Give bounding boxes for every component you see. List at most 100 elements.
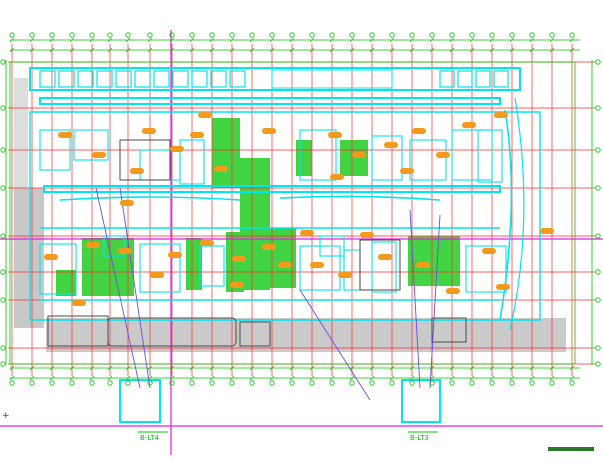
dimension-tick [209,365,215,371]
ramp-curve [499,109,513,321]
grid-bubble [169,32,175,38]
parking-bay [153,70,170,88]
room-outline [239,321,271,347]
walls-and-ducts [29,67,541,423]
parking-bay [77,70,94,88]
grid-bubble [229,380,235,386]
dimension-tick [49,365,55,371]
top-bays [39,69,509,89]
grid-bubble [49,32,55,38]
equipment-room [340,140,368,176]
equipment-tag [118,248,132,254]
grid-bubble [389,32,395,38]
dimension-tick [169,37,175,43]
grid-bubble [9,380,15,386]
equipment-room [408,236,460,286]
dimension-tick [107,37,113,43]
grid-bubble [489,32,495,38]
dimension-tick [89,47,95,53]
grid-bubble [0,59,6,65]
equipment-tag [170,146,184,152]
dimension-tick [29,375,35,381]
grid-bubble [0,361,6,367]
dimension-tick [329,47,335,53]
equipment-tag [328,132,342,138]
dimension-tick [569,47,575,53]
ramp-curve-outer [509,97,525,331]
dimension-tick [449,375,455,381]
room-box [319,235,345,257]
parking-bay [191,70,208,88]
equipment-tag [494,112,508,118]
room-outline [119,139,171,181]
parking-bay [475,70,491,88]
hatch-left-wall [14,188,44,328]
dimension-tick [489,47,495,53]
dimension-tick [289,47,295,53]
dimension-tick [229,37,235,43]
dimension-tick [529,365,535,371]
equipment-tag [278,262,292,268]
equipment-tag [130,168,144,174]
grid-bubble [349,32,355,38]
equipment-tag [190,132,204,138]
dimension-tick [389,37,395,43]
equipment-tag [92,152,106,158]
dimension-tick [389,47,395,53]
dimension-tick [409,365,415,371]
dimension-tick [249,365,255,371]
grid-bubble [595,345,601,351]
grid-bubble [469,32,475,38]
dimension-tick [269,375,275,381]
dimension-tick [249,37,255,43]
dimension-tick [569,365,575,371]
dimension-tick [9,365,15,371]
grid-bubble [549,380,555,386]
equipment-tag [200,240,214,246]
hatch-zones [14,78,566,352]
dimension-tick [107,47,113,53]
dimension-tick [289,365,295,371]
equipment-tag [262,244,276,250]
equipment-tag [142,128,156,134]
grid-bubble [569,32,575,38]
parking-bay [134,70,151,88]
dimension-tick [549,365,555,371]
dimension-tick [469,37,475,43]
equipment-room [186,238,202,290]
dimension-tick [369,37,375,43]
parking-bay [229,70,246,88]
dimension-tick [329,375,335,381]
building-outline [29,111,541,321]
equipment-tag [330,174,344,180]
parking-bay [210,70,227,88]
equipment-tag [214,166,228,172]
scale-bar [548,447,594,451]
grid-bubble [0,185,6,191]
wiring [95,187,441,401]
grid-bubble [489,380,495,386]
equipment-tag [412,128,426,134]
dimension-tick [349,37,355,43]
grid-bubble [549,32,555,38]
grid-bubble [529,380,535,386]
parking-bay [115,70,132,88]
dimension-tick [509,375,515,381]
dimension-tick [309,365,315,371]
equipment-rooms [56,118,460,296]
duct-top-secondary [39,97,501,105]
grid-bubble [125,32,131,38]
equipment-tag [230,282,244,288]
room-box [465,245,507,293]
grid-bubble [595,297,601,303]
grid-bubble [147,32,153,38]
equipment-tag [540,228,554,234]
room-outline [431,317,467,343]
grid-bubble [595,269,601,275]
detail-left-outline [119,379,161,423]
room-box [371,135,403,181]
grid-bubble [69,380,75,386]
equipment-tag [482,248,496,254]
dimension-tick [169,365,175,371]
grid-bubble [469,380,475,386]
